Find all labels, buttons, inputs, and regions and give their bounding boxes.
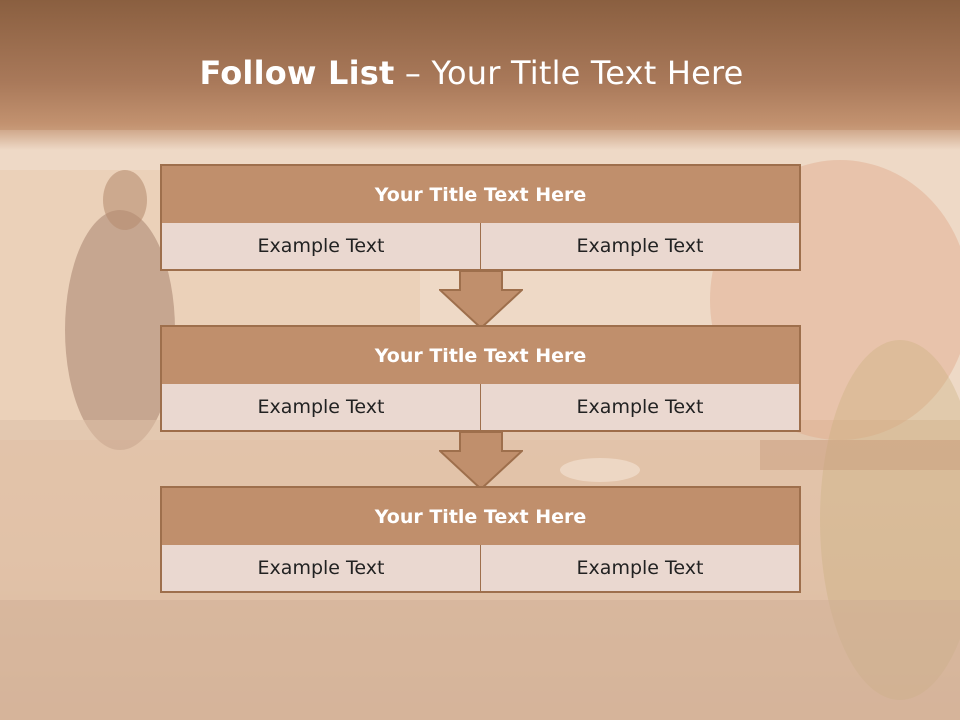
step-title: Your Title Text Here [162, 327, 799, 386]
slide-title: Follow List – Your Title Text Here [0, 54, 943, 92]
step-left-text: Example Text [162, 545, 482, 591]
down-arrow-icon [439, 271, 523, 329]
step-left-text: Example Text [162, 223, 482, 269]
step-box-2: Your Title Text Here Example Text Exampl… [160, 325, 801, 432]
step-left-text: Example Text [162, 384, 482, 430]
step-box-1: Your Title Text Here Example Text Exampl… [160, 164, 801, 271]
step-right-text: Example Text [481, 223, 799, 269]
step-right-text: Example Text [481, 384, 799, 430]
step-title: Your Title Text Here [162, 166, 799, 225]
down-arrow-icon [439, 432, 523, 490]
step-box-3: Your Title Text Here Example Text Exampl… [160, 486, 801, 593]
title-rest: – Your Title Text Here [394, 54, 744, 92]
title-band [0, 0, 960, 150]
step-title: Your Title Text Here [162, 488, 799, 547]
title-bold: Follow List [199, 54, 395, 92]
step-right-text: Example Text [481, 545, 799, 591]
